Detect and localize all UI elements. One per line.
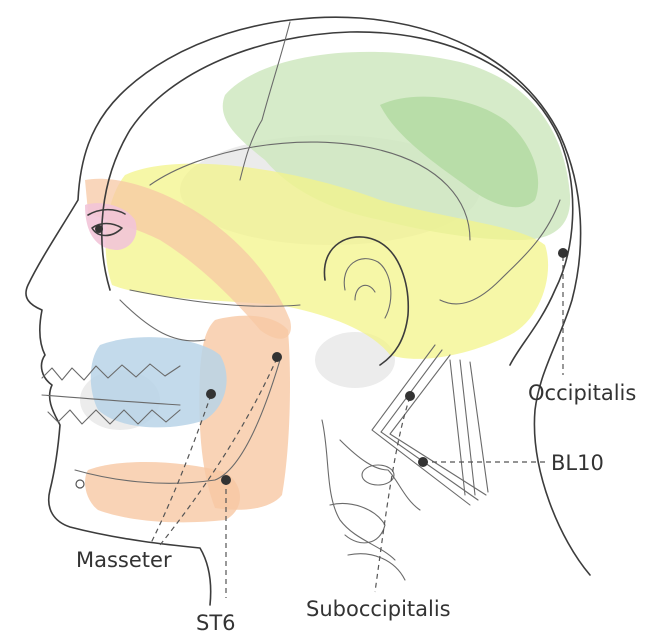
bl10-label: BL10 bbox=[551, 451, 604, 475]
masseter-label: Masseter bbox=[76, 548, 172, 572]
masseter-point-2 bbox=[272, 352, 282, 362]
occipitalis-label: Occipitalis bbox=[528, 381, 636, 405]
suboccipitalis-label: Suboccipitalis bbox=[306, 597, 451, 621]
bl10-point bbox=[418, 457, 428, 467]
orange-zone-jaw bbox=[85, 462, 240, 522]
masseter-point-1 bbox=[206, 389, 216, 399]
pain-zones bbox=[85, 52, 570, 522]
blue-zone bbox=[91, 337, 227, 427]
st6-label: ST6 bbox=[196, 611, 236, 635]
st6-point bbox=[221, 475, 231, 485]
occipitalis-point bbox=[558, 248, 568, 258]
suboccipitalis-point bbox=[405, 391, 415, 401]
